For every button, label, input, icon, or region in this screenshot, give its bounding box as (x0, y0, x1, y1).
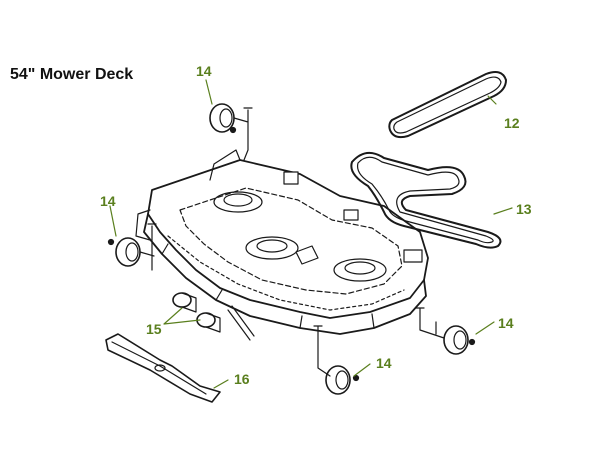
callout-14-right: 14 (498, 315, 514, 331)
callout-13: 13 (516, 201, 532, 217)
mower-blade-16 (105, 333, 221, 403)
mower-deck-body (135, 149, 429, 335)
callout-16: 16 (234, 371, 250, 387)
belt-13 (350, 151, 502, 249)
gauge-wheel-top (209, 103, 253, 161)
callout-15: 15 (146, 321, 162, 337)
bushing-parts-15 (172, 292, 255, 341)
callout-14-bottom: 14 (376, 355, 392, 371)
callout-leaders (109, 79, 513, 389)
callout-14-left: 14 (100, 193, 116, 209)
gauge-wheel-right (415, 307, 476, 355)
callout-12: 12 (504, 115, 520, 131)
gauge-wheel-bottom (313, 325, 360, 395)
diagram-title: 54" Mower Deck (10, 66, 134, 83)
belt-12 (388, 71, 507, 139)
gauge-wheel-left (107, 223, 157, 271)
callout-14-top: 14 (196, 63, 212, 79)
